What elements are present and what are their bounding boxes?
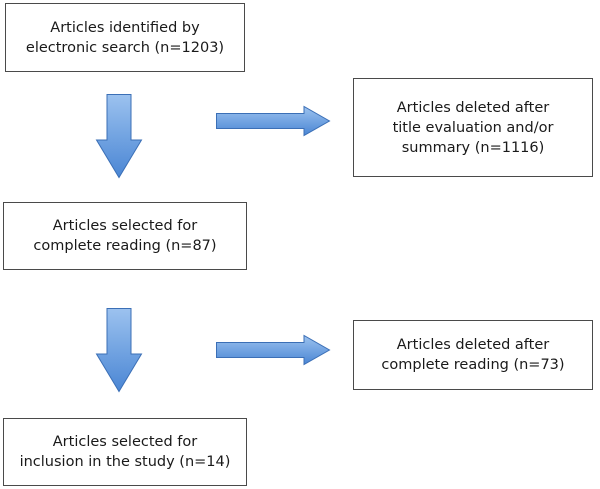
down-arrow-2 <box>95 308 143 393</box>
box-text-line: Articles selected for <box>52 218 198 234</box>
arrow-shape <box>216 105 331 137</box>
box-text-line: title evaluation and/or <box>392 119 554 136</box>
arrow-shape <box>95 94 143 179</box>
box-articles-deleted-reading: Articles deleted after complete reading … <box>353 320 593 390</box>
box-text-line: Articles selected for <box>52 434 198 450</box>
box-text-line: electronic search (n=1203) <box>25 39 225 56</box>
box-articles-selected-reading: Articles selected for complete reading (… <box>3 202 247 270</box>
box-articles-identified: Articles identified by electronic search… <box>5 3 245 72</box>
arrow-shape <box>95 308 143 393</box>
box-text-line: Articles identified by <box>50 19 200 36</box>
down-arrow-1 <box>95 94 143 179</box>
box-text-line: summary (n=1116) <box>401 139 545 156</box>
arrow-shape <box>216 334 331 366</box>
box-text-line: complete reading (n=87) <box>33 238 217 254</box>
box-articles-included: Articles selected for inclusion in the s… <box>3 418 247 486</box>
right-arrow-2 <box>216 334 331 366</box>
box-text-line: Articles deleted after <box>396 99 550 116</box>
box-text-line: inclusion in the study (n=14) <box>19 454 231 470</box>
box-text-line: Articles deleted after <box>396 337 550 353</box>
box-articles-deleted-title: Articles deleted after title evaluation … <box>353 78 593 177</box>
right-arrow-1 <box>216 105 331 137</box>
box-text-line: complete reading (n=73) <box>381 357 565 373</box>
